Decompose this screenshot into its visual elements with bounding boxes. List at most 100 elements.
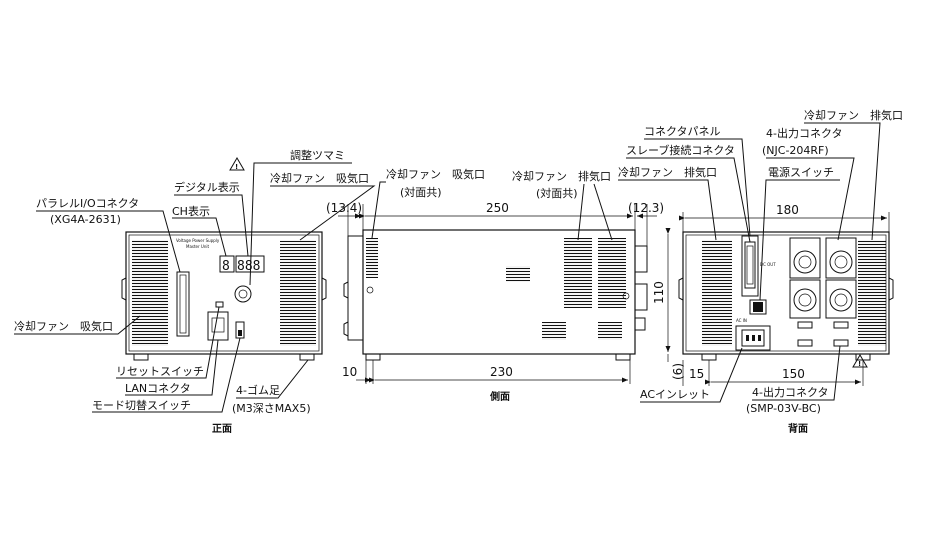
side-lower-vent-b xyxy=(598,322,622,340)
leader-rear-output-4 xyxy=(766,157,855,241)
front-panel-unit: Master Unit xyxy=(186,244,210,249)
front-foot-left xyxy=(133,353,149,361)
label-side-both-sides-1: (対面共) xyxy=(400,185,442,199)
front-left-vent xyxy=(132,240,168,346)
leader-fan-intake-top xyxy=(270,185,376,241)
leader-rear-power-switch xyxy=(759,179,840,301)
rear-output-connectors-smp xyxy=(797,321,849,347)
label-rear-output-4: 4-出力コネクタ xyxy=(766,126,843,140)
njc-connector-3-ring xyxy=(793,288,817,312)
label-rear-connector-panel: コネクタパネル xyxy=(644,125,721,138)
front-right-vent xyxy=(280,240,316,346)
leader-fan-intake-left xyxy=(14,315,141,335)
side-caption: 側面 xyxy=(489,390,510,403)
rear-power-switch-rocker xyxy=(753,302,763,312)
rear-view: DC OUT AC IN xyxy=(618,108,903,435)
ch-display-window xyxy=(219,255,235,273)
side-rear-connector-2 xyxy=(634,283,648,311)
side-foot-right xyxy=(615,353,631,361)
side-front-handle-2 xyxy=(343,321,349,337)
rear-ac-inlet xyxy=(735,325,771,351)
smp-connector-4 xyxy=(833,339,849,347)
leader-rubber-feet xyxy=(236,359,309,399)
leader-rear-connector-panel xyxy=(644,138,751,237)
warning-icon-rear xyxy=(852,354,868,368)
warning-icon-front-mark: ! xyxy=(235,163,238,171)
label-fan-intake-left: 冷却ファン 吸気口 xyxy=(14,319,113,333)
side-screw-1 xyxy=(366,286,374,294)
label-side-fan-intake: 冷却ファン 吸気口 xyxy=(386,167,485,181)
leader-rear-output-4b xyxy=(752,345,841,401)
njc-connector-2-ring xyxy=(829,250,853,274)
rear-ac-inlet-socket xyxy=(741,329,765,347)
rear-power-switch xyxy=(749,299,767,315)
dim-rear-height: 110 xyxy=(652,281,666,304)
rear-output-connectors-njc xyxy=(789,237,857,319)
leader-side-fan-exhaust-b xyxy=(593,183,613,241)
lan-connector-inner xyxy=(211,317,225,333)
njc-connector-2-core xyxy=(834,255,848,269)
leader-adjust-knob xyxy=(249,162,352,286)
label-rear-fan-exhaust-left: 冷却ファン 排気口 xyxy=(618,165,717,179)
label-parallel-connector-model: (XG4A-2631) xyxy=(50,213,121,226)
side-mid-vent xyxy=(506,266,530,282)
smp-connector-3 xyxy=(797,339,813,347)
digital-display-digits: 888 xyxy=(237,259,260,274)
rear-foot-left xyxy=(701,353,717,361)
label-ch-display: CH表示 xyxy=(172,204,210,218)
front-panel-brand: Voltage Power Supply xyxy=(176,238,220,243)
side-view: 250 (13.4) (12.3) 230 10 冷却ファン 吸気口 (対面共)… xyxy=(326,167,664,403)
rear-panel-dc: DC OUT xyxy=(760,262,776,267)
front-foot-right xyxy=(299,353,315,361)
ch-display-digit: 8 xyxy=(222,259,230,274)
label-rear-slave-connector: スレーブ接続コネクタ xyxy=(626,143,735,157)
front-view: Voltage Power Supply Master Unit 8 888 パ… xyxy=(14,148,376,435)
adjust-knob-center xyxy=(238,289,248,299)
label-rear-output-4b: 4-出力コネクタ xyxy=(752,385,829,399)
leader-rear-ac-inlet xyxy=(640,347,743,403)
leader-reset-switch xyxy=(116,306,220,379)
smp-connector-1 xyxy=(797,321,813,329)
label-rear-output-4b-model: (SMP-03V-BC) xyxy=(746,402,821,415)
dim-side-rear-protrusion: (12.3) xyxy=(628,201,664,215)
dim-side-foot-offset: 10 xyxy=(342,365,357,379)
side-front-vent xyxy=(366,238,378,278)
front-right-handle xyxy=(321,277,327,301)
reset-switch-hole xyxy=(215,301,224,308)
leader-lan-connector xyxy=(125,339,219,396)
side-rear-connector-1 xyxy=(634,245,648,273)
parallel-io-connector xyxy=(176,271,190,337)
side-foot-left xyxy=(365,353,381,361)
front-caption: 正面 xyxy=(212,423,232,435)
label-rear-output-4-model: (NJC-204RF) xyxy=(762,144,829,157)
dim-side-foot-span: 230 xyxy=(490,365,513,379)
rear-left-handle xyxy=(678,277,684,301)
njc-connector-1-core xyxy=(798,255,812,269)
label-digital-display: デジタル表示 xyxy=(174,180,240,194)
leader-mode-switch xyxy=(92,337,241,413)
label-mode-switch: モード切替スイッチ xyxy=(92,398,191,412)
njc-connector-1-ring xyxy=(793,250,817,274)
label-parallel-connector: パラレルI/Oコネクタ xyxy=(36,197,139,210)
label-lan-connector: LANコネクタ xyxy=(125,382,191,395)
front-panel-inner xyxy=(128,234,320,352)
dim-rear-foot-span: 150 xyxy=(782,367,805,381)
dim-side-front-protrusion: (13.4) xyxy=(326,201,362,215)
label-adjust-knob: 調整ツマミ xyxy=(290,148,345,162)
rear-ac-pin-1 xyxy=(746,335,749,341)
njc-connector-3 xyxy=(789,279,821,319)
leader-rear-slave-connector xyxy=(626,157,751,243)
warning-icon-rear-mark: ! xyxy=(858,360,861,368)
dim-rear-left-offset: 15 xyxy=(689,367,704,381)
side-body xyxy=(362,229,636,355)
label-fan-intake-top: 冷却ファン 吸気口 xyxy=(270,171,369,185)
rear-ac-pin-2 xyxy=(752,335,755,341)
njc-connector-1 xyxy=(789,237,821,279)
njc-connector-3-core xyxy=(798,293,812,307)
adjust-knob xyxy=(234,285,252,303)
njc-connector-2 xyxy=(825,237,857,279)
label-rear-fan-exhaust-right: 冷却ファン 排気口 xyxy=(804,108,903,122)
rear-right-vent xyxy=(858,240,886,346)
smp-connector-2 xyxy=(833,321,849,329)
